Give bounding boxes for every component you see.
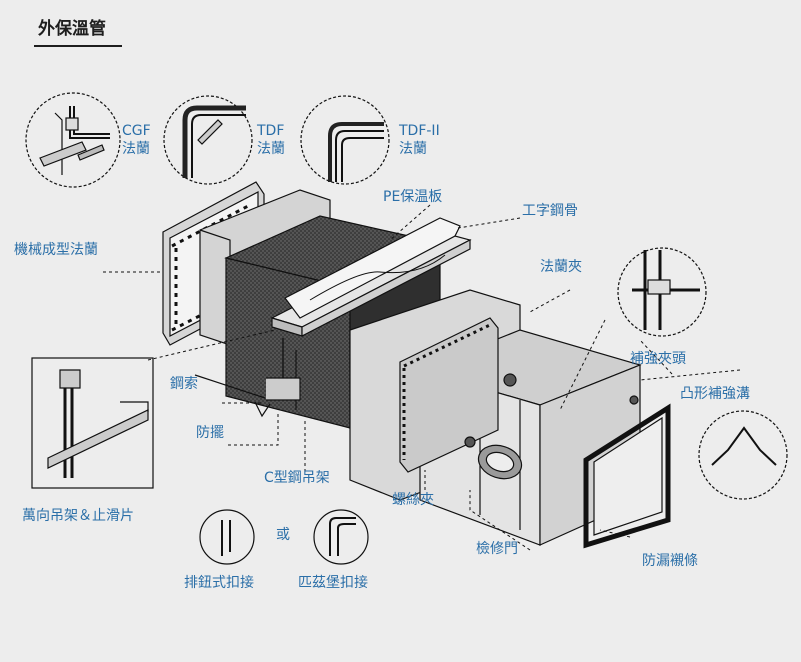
tdf2-flange-detail [300,95,390,185]
convex-groove-detail [698,410,788,500]
leader-lines [103,204,741,551]
button-lock-label: 排鈕式扣接 [184,575,254,591]
cgf-flange-detail [25,92,121,188]
machine-flange-label: 機械成型法蘭 [14,242,98,258]
end-frame-gasket [583,403,671,549]
reinforce-clip-label: 補強夾頭 [630,351,686,367]
leak-gasket-label: 防漏襯條 [642,553,698,569]
tdf-label: TDF 法蘭 [257,122,285,158]
hanger-system [194,338,301,418]
page-title: 外保溫管 [38,19,106,39]
cgf-label: CGF 法蘭 [122,122,151,158]
title-underline [34,45,122,47]
i-beam-label: 工字鋼骨 [522,203,578,219]
i-beam-support [270,217,472,337]
reinforce-clip-detail [617,247,707,337]
tdf2-name: 法蘭 [399,141,427,157]
tdf2-label: TDF-II 法蘭 [399,122,440,158]
tdf-name: 法蘭 [257,141,285,157]
flange-clip-label: 法蘭夾 [540,259,582,275]
steel-cable-label: 鋼索 [170,376,198,392]
pe-board-label: PE保温板 [383,189,443,205]
access-door [464,373,639,480]
universal-hanger-label: 萬向吊架＆止滑片 [22,508,134,524]
joint-flange [399,317,499,473]
c-hanger-label: C型鋼吊架 [264,470,330,486]
pittsburgh-detail [313,509,369,565]
tdf-code: TDF [257,123,285,139]
cgf-name: 法蘭 [122,141,150,157]
access-door-label: 檢修門 [476,541,518,557]
screw-clip-label: 螺絲夾 [392,492,434,508]
anti-sway-label: 防擺 [196,425,224,441]
or-label: 或 [276,527,290,543]
button-lock-detail [199,509,255,565]
tdf2-code: TDF-II [399,123,440,139]
tdf-flange-detail [163,95,253,185]
convex-groove-label: 凸形補強溝 [680,386,750,402]
cgf-code: CGF [122,123,151,139]
pittsburgh-label: 匹茲堡扣接 [298,575,368,591]
universal-hanger-detail [31,357,154,489]
